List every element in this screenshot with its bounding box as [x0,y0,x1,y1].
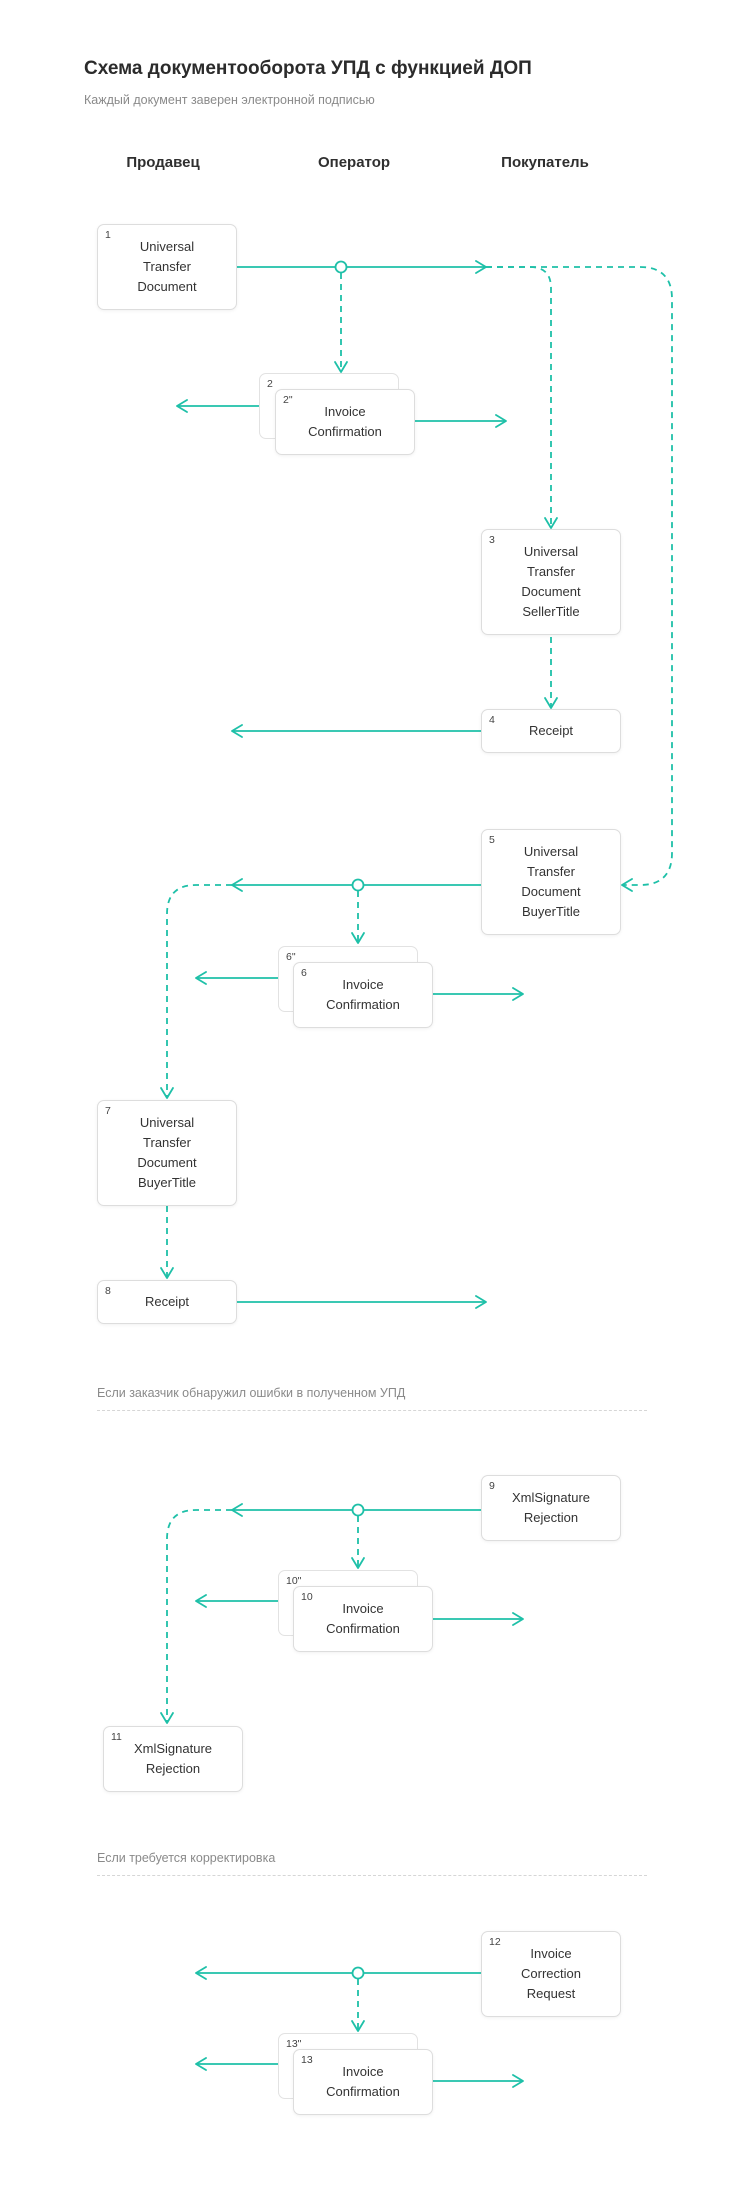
split-node-12 [351,1966,365,1980]
step-number: 5 [489,834,495,846]
arrow-1-to-5 [486,266,673,892]
step-2-invoice-confirmation: 2" Invoice Confirmation [275,389,415,455]
step-5-buyer-title: 5 Universal Transfer Document BuyerTitle [481,829,621,935]
step-3-seller-title: 3 Universal Transfer Document SellerTitl… [481,529,621,635]
column-header-buyer: Покупатель [501,154,589,171]
section-divider-correction [97,1875,647,1876]
step-number: 13 [301,2054,313,2066]
column-header-seller: Продавец [126,154,200,171]
step-label: Universal Transfer Document SellerTitle [521,544,581,619]
step-number: 6" [286,951,296,963]
step-number: 1 [105,229,111,241]
step-label: Invoice Confirmation [326,1601,400,1636]
split-node-9 [351,1503,365,1517]
step-label: Receipt [144,1294,190,1309]
step-11-xml-signature-rejection: 11 XmlSignature Rejection [103,1726,243,1792]
step-label: Universal Transfer Document BuyerTitle [137,1115,197,1190]
arrow-1-to-3 [486,266,558,529]
step-9-xml-signature-rejection: 9 XmlSignature Rejection [481,1475,621,1541]
arrow-5-to-7 [160,884,232,1099]
step-10-invoice-confirmation: 10 Invoice Confirmation [293,1586,433,1652]
step-number: 13" [286,2038,302,2050]
step-number: 10 [301,1591,313,1603]
step-label: XmlSignature Rejection [511,1490,591,1525]
step-label: Invoice Confirmation [326,2064,400,2099]
column-header-operator: Оператор [317,154,391,171]
page-subtitle: Каждый документ заверен электронной подп… [84,93,375,107]
step-6-invoice-confirmation: 6 Invoice Confirmation [293,962,433,1028]
step-label: Invoice Correction Request [521,1946,581,2001]
step-number: 6 [301,967,307,979]
step-number: 2" [283,394,293,406]
step-number: 11 [111,1731,122,1743]
split-node-1 [334,260,348,274]
step-12-invoice-correction-request: 12 Invoice Correction Request [481,1931,621,2017]
step-number: 4 [489,714,495,726]
step-8-receipt: 8 Receipt [97,1280,237,1324]
step-number: 9 [489,1480,495,1492]
step-label: Receipt [528,723,574,738]
step-13-invoice-confirmation: 13 Invoice Confirmation [293,2049,433,2115]
step-number: 2 [267,378,273,390]
section-divider-errors [97,1410,647,1411]
step-label: Universal Transfer Document [137,239,197,294]
step-label: Invoice Confirmation [308,404,382,439]
split-node-5 [351,878,365,892]
section-label-correction: Если требуется корректировка [97,1851,276,1865]
step-label: Universal Transfer Document BuyerTitle [521,844,581,919]
step-7-buyer-title: 7 Universal Transfer Document BuyerTitle [97,1100,237,1206]
step-1-universal-transfer-document: 1 Universal Transfer Document [97,224,237,310]
step-number: 7 [105,1105,111,1117]
step-label: XmlSignature Rejection [133,1741,213,1776]
step-number: 3 [489,534,495,546]
step-number: 12 [489,1936,501,1948]
section-label-errors: Если заказчик обнаружил ошибки в получен… [97,1386,406,1400]
step-number: 10" [286,1575,302,1587]
step-label: Invoice Confirmation [326,977,400,1012]
page-title: Схема документооборота УПД с функцией ДО… [84,58,532,79]
step-4-receipt: 4 Receipt [481,709,621,753]
step-number: 8 [105,1285,111,1297]
arrow-9-to-11 [160,1509,232,1724]
